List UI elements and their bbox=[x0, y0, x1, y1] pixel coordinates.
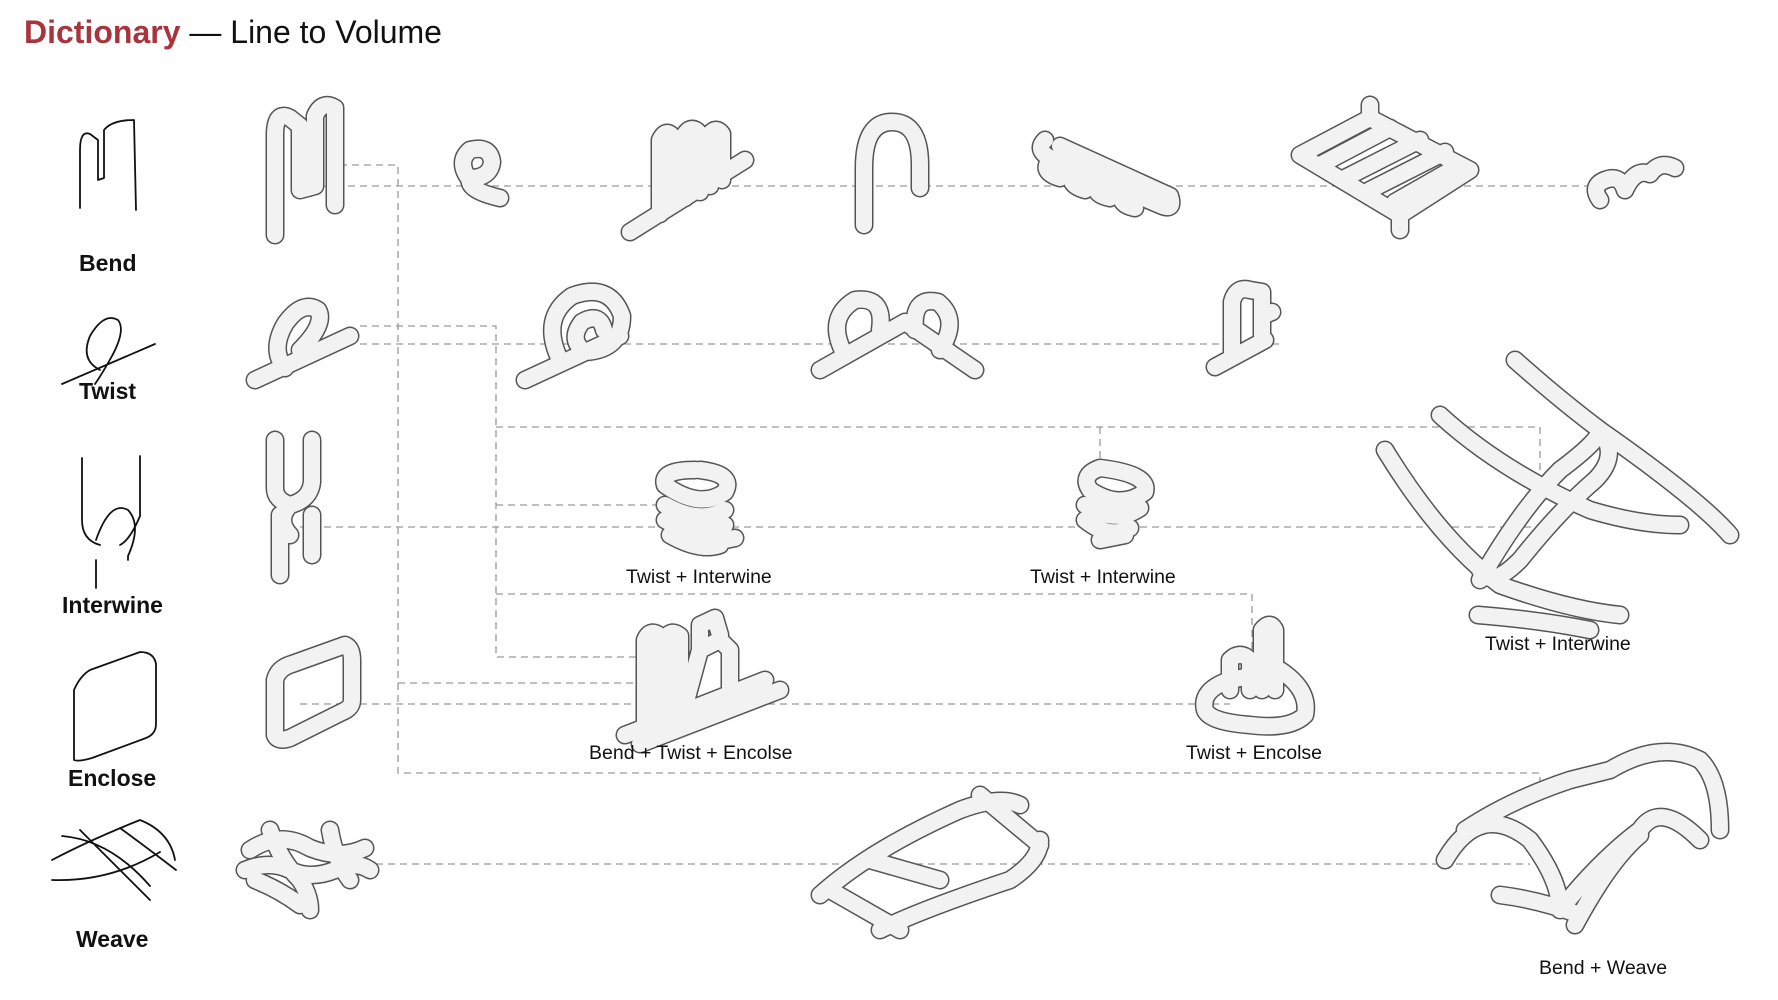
row-label-weave: Weave bbox=[76, 926, 148, 952]
title-accent: Dictionary bbox=[24, 14, 181, 50]
caption-bend-weave: Bend + Weave bbox=[1539, 957, 1667, 979]
caption-twist-interwine-1: Twist + Interwine bbox=[626, 566, 772, 588]
twist-model-3 bbox=[810, 290, 985, 380]
interwine-model-1 bbox=[265, 430, 322, 585]
caption-bend-twist-enclose: Bend + Twist + Encolse bbox=[589, 742, 792, 764]
weave-model-1 bbox=[235, 820, 380, 920]
bend-model-1 bbox=[265, 95, 345, 245]
interwine-line-icon bbox=[81, 455, 141, 589]
twist-interwine-model-3 bbox=[1375, 350, 1740, 640]
guide-twist-branch bbox=[360, 325, 640, 658]
line-sketches bbox=[51, 119, 177, 901]
bend-model-4 bbox=[854, 112, 930, 235]
twist-model-2 bbox=[515, 282, 632, 390]
row-label-enclose: Enclose bbox=[68, 765, 156, 791]
bend-model-5 bbox=[1031, 130, 1181, 218]
bend-twist-enclose-model bbox=[615, 608, 790, 754]
guide-branch-enclose bbox=[496, 593, 1253, 650]
twist-interwine-model-1 bbox=[655, 460, 745, 557]
page-title: Dictionary — Line to Volume bbox=[24, 14, 442, 51]
row-labels: Bend Twist Interwine Enclose Weave bbox=[62, 250, 163, 952]
row-label-twist: Twist bbox=[79, 378, 136, 404]
bend-weave-model bbox=[1435, 742, 1730, 935]
enclose-model-1 bbox=[265, 635, 362, 749]
caption-twist-interwine-3: Twist + Interwine bbox=[1485, 633, 1631, 655]
caption-twist-enclose: Twist + Encolse bbox=[1186, 742, 1322, 764]
bend-model-7 bbox=[1586, 155, 1685, 210]
captions: Twist + Interwine Twist + Interwine Twis… bbox=[589, 566, 1667, 979]
guide-lines bbox=[300, 164, 1610, 865]
twist-line-icon bbox=[61, 317, 156, 385]
row-label-bend: Bend bbox=[79, 250, 137, 276]
bend-line-icon bbox=[79, 119, 137, 211]
twist-enclose-model bbox=[1194, 615, 1316, 736]
row-label-interwine: Interwine bbox=[62, 592, 163, 618]
bend-model-3 bbox=[620, 119, 755, 242]
enclose-line-icon bbox=[73, 651, 157, 762]
twist-model-1 bbox=[245, 297, 360, 390]
weave-line-icon bbox=[51, 819, 177, 901]
weave-model-2 bbox=[810, 785, 1050, 940]
tube-models bbox=[235, 95, 1740, 940]
bend-model-6 bbox=[1290, 95, 1480, 240]
title-rest: — Line to Volume bbox=[180, 14, 442, 50]
twist-model-4 bbox=[1205, 279, 1282, 377]
guide-twist-interwine-top bbox=[496, 426, 1541, 490]
guide-bend-branch bbox=[340, 164, 1541, 790]
bend-model-2 bbox=[453, 139, 510, 208]
twist-interwine-model-2 bbox=[1075, 458, 1155, 550]
caption-twist-interwine-2: Twist + Interwine bbox=[1030, 566, 1176, 588]
